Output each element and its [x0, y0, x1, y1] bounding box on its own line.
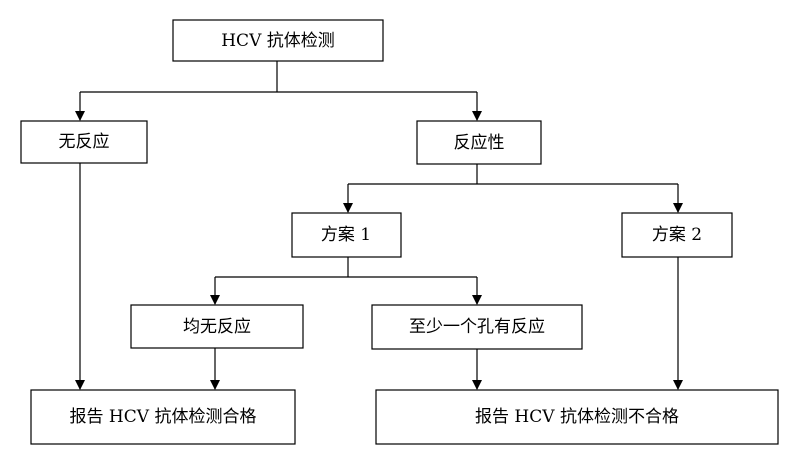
- node-plan2: 方案 2: [621, 212, 733, 258]
- node-reactive-label: 反应性: [454, 133, 505, 153]
- node-at-least-one-reactive-label: 至少一个孔有反应: [409, 317, 545, 337]
- node-non-reactive-label: 无反应: [59, 132, 110, 152]
- node-hcv-test: HCV 抗体检测: [172, 19, 384, 62]
- node-non-reactive: 无反应: [20, 120, 148, 164]
- node-plan1-label: 方案 1: [321, 225, 371, 245]
- node-plan1: 方案 1: [291, 212, 402, 258]
- edges: [75, 61, 683, 390]
- node-all-non-reactive: 均无反应: [130, 304, 304, 349]
- node-report-fail-label: 报告 HCV 抗体检测不合格: [475, 407, 679, 427]
- node-report-fail: 报告 HCV 抗体检测不合格: [375, 389, 779, 445]
- node-report-pass: 报告 HCV 抗体检测合格: [30, 389, 296, 445]
- node-at-least-one-reactive: 至少一个孔有反应: [371, 304, 583, 350]
- node-reactive: 反应性: [416, 120, 542, 165]
- node-all-non-reactive-label: 均无反应: [183, 317, 251, 337]
- node-plan2-label: 方案 2: [652, 225, 702, 245]
- node-hcv-test-label: HCV 抗体检测: [221, 31, 335, 51]
- node-report-pass-label: 报告 HCV 抗体检测合格: [70, 407, 257, 427]
